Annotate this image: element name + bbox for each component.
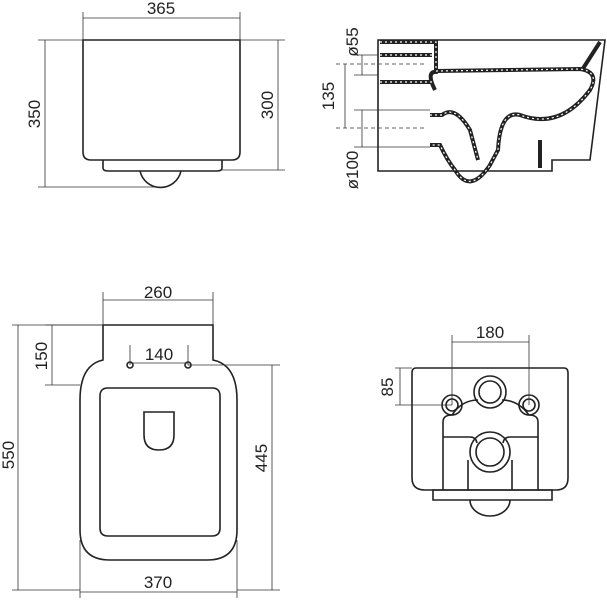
dim-bolt-spacing-label: 180 <box>476 323 504 342</box>
side-outer-outline <box>377 39 606 172</box>
side-centerlines <box>336 63 425 129</box>
dim-length-label: 550 <box>0 441 18 469</box>
top-view: 260 150 140 550 445 370 <box>0 283 280 598</box>
dim-holes-spacing-label: 140 <box>145 345 173 364</box>
dim-holes-offset-line <box>45 324 103 386</box>
top-logo-shape <box>143 411 175 451</box>
side-hatching <box>380 41 594 182</box>
dim-height-total-line <box>38 39 160 188</box>
back-outlet-outer <box>469 431 511 473</box>
back-drain <box>469 499 511 517</box>
back-view: 180 85 <box>378 323 569 517</box>
back-inlet-inner <box>478 380 502 404</box>
dim-height-body-label: 300 <box>258 91 277 119</box>
dim-bolt-height-line <box>395 367 452 406</box>
dim-inlet-diameter-label: ø55 <box>343 27 362 56</box>
dim-seat-length-line <box>188 364 280 591</box>
dim-width-label: 370 <box>144 573 172 592</box>
dim-width-label: 365 <box>147 0 175 18</box>
dim-holes-offset-label: 150 <box>32 342 51 370</box>
side-dim-lines <box>344 54 430 148</box>
dim-inlet-outlet-label: 135 <box>319 82 338 110</box>
top-seat-outline <box>99 387 221 537</box>
dim-bolt-height-label: 85 <box>378 378 397 397</box>
dim-width-line <box>82 12 241 40</box>
side-section-view: ø55 135 ø100 <box>319 27 606 190</box>
back-outlet-inner <box>475 437 505 467</box>
front-body-outline <box>82 39 241 161</box>
dim-seat-length-label: 445 <box>252 444 271 472</box>
dim-bolt-spacing-line <box>451 335 530 405</box>
back-inlet-outer <box>473 375 507 409</box>
dim-length-line <box>12 324 103 591</box>
back-outer-outline <box>411 367 569 491</box>
dim-holes-spacing-line <box>129 345 189 365</box>
dim-outlet-diameter-label: ø100 <box>343 151 362 190</box>
front-base <box>102 160 223 172</box>
front-drain <box>139 170 182 189</box>
dim-height-body-line <box>222 39 285 171</box>
top-outer-outline <box>79 324 238 561</box>
dim-width-line <box>79 540 238 598</box>
dim-height-total-label: 350 <box>25 100 44 128</box>
front-view: 365 350 300 <box>25 0 285 189</box>
dim-tank-width-line <box>102 292 214 325</box>
back-base <box>432 489 553 501</box>
dim-tank-width-label: 260 <box>144 283 172 302</box>
